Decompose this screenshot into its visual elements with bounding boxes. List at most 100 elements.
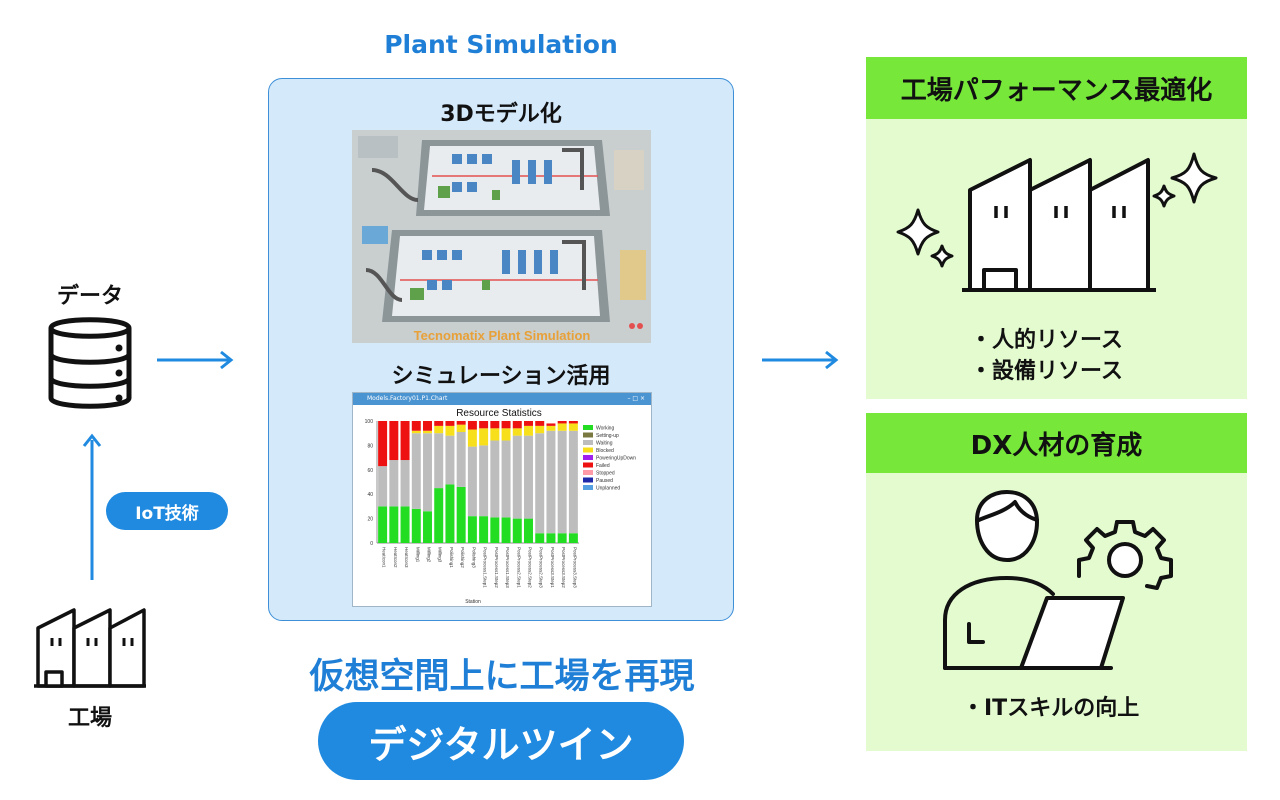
arrow-right-icon	[762, 350, 839, 370]
legend-swatch	[583, 462, 593, 468]
bar-blocked-11	[501, 428, 511, 441]
bar-waiting-3	[411, 433, 421, 509]
legend-swatch	[583, 425, 593, 430]
simulation-title: シミュレーション活用	[391, 364, 611, 389]
chart-window-titlebar: Models.Factory01.P1.Chart – □ ×	[353, 393, 651, 405]
bar-working-10	[490, 517, 500, 543]
bar-failed-17	[568, 421, 578, 424]
x-tick-label: PostProcess1.Step1	[483, 547, 488, 588]
x-tick-label: Polishing3	[471, 547, 476, 568]
y-tick-label: 20	[367, 517, 373, 523]
y-tick-label: 60	[367, 468, 373, 474]
arrow-up-icon	[82, 433, 102, 580]
bar-working-11	[501, 517, 511, 543]
x-tick-label: Polishing2	[460, 547, 465, 568]
bar-working-2	[400, 506, 410, 543]
x-tick-label: HeatIcon1	[382, 547, 387, 568]
plant-simulation-title: Plant Simulation	[384, 30, 618, 59]
legend-swatch	[583, 440, 593, 445]
legend-label: Blocked	[596, 448, 614, 454]
bar-failed-1	[389, 421, 399, 461]
bar-blocked-10	[490, 428, 500, 441]
bar-failed-9	[479, 421, 489, 429]
x-tick-label: Polishing1	[449, 547, 454, 568]
chart-window: Models.Factory01.P1.Chart – □ × Resource…	[352, 392, 652, 607]
bar-blocked-5	[434, 425, 444, 434]
bar-waiting-1	[389, 460, 399, 507]
bar-waiting-15	[546, 430, 556, 534]
data-label: データ	[56, 284, 123, 309]
bar-failed-15	[546, 423, 556, 426]
bar-failed-3	[411, 421, 421, 431]
bar-working-8	[467, 516, 477, 543]
bar-waiting-10	[490, 440, 500, 518]
digital-twin-badge: デジタルツイン	[318, 702, 684, 780]
bar-waiting-14	[535, 433, 545, 534]
bar-blocked-8	[467, 429, 477, 447]
factory-icon	[34, 608, 146, 688]
bar-waiting-4	[423, 433, 432, 512]
legend-label: Failed	[596, 463, 610, 469]
legend-swatch	[583, 432, 593, 438]
bar-working-0	[378, 506, 388, 543]
bar-working-13	[524, 518, 533, 543]
bar-failed-13	[524, 421, 533, 426]
bar-waiting-12	[512, 435, 522, 519]
legend-swatch	[583, 477, 593, 483]
window-controls-icon[interactable]: – □ ×	[627, 395, 645, 402]
x-tick-label: PostProcess3.Step3	[572, 547, 577, 588]
database-icon	[48, 317, 132, 409]
y-tick-label: 100	[365, 419, 374, 425]
bar-waiting-11	[501, 440, 511, 518]
legend-swatch	[583, 485, 593, 490]
bar-waiting-8	[467, 446, 477, 517]
bar-waiting-13	[524, 435, 533, 519]
bar-waiting-7	[456, 431, 466, 487]
legend-label: Setting-up	[596, 433, 619, 439]
bar-working-3	[411, 508, 421, 543]
legend-label: Stopped	[596, 471, 615, 477]
bar-working-14	[535, 533, 545, 543]
bar-waiting-5	[434, 433, 444, 489]
bar-blocked-13	[524, 425, 533, 436]
x-tick-label: PostProcess1.Step2	[494, 547, 499, 588]
legend-label: Unplanned	[596, 486, 620, 492]
bar-waiting-6	[445, 435, 455, 485]
bar-working-16	[557, 533, 567, 543]
bar-waiting-2	[400, 460, 410, 507]
bar-failed-2	[400, 421, 410, 461]
bar-blocked-3	[411, 430, 421, 434]
bar-waiting-9	[479, 445, 489, 517]
bar-failed-4	[423, 421, 432, 431]
bar-blocked-9	[479, 428, 489, 446]
legend-label: PoweringUpDown	[596, 456, 636, 462]
bar-working-7	[456, 486, 466, 543]
x-tick-label: Milling3	[438, 547, 443, 563]
bar-failed-7	[456, 421, 466, 425]
bar-blocked-17	[568, 423, 578, 431]
iot-badge: IoT技術	[106, 492, 228, 530]
bar-waiting-16	[557, 430, 567, 534]
bar-blocked-7	[456, 424, 466, 432]
bar-working-4	[423, 511, 432, 543]
bar-waiting-17	[568, 430, 578, 534]
bar-blocked-6	[445, 425, 455, 436]
model-watermark: Tecnomatix Plant Simulation	[414, 328, 591, 343]
x-tick-label: Milling1	[415, 547, 420, 563]
bar-waiting-0	[378, 466, 388, 507]
bar-working-6	[445, 484, 455, 543]
bar-working-17	[568, 533, 578, 543]
bar-failed-12	[512, 421, 522, 429]
dx-heading: DX人材の育成	[866, 413, 1247, 473]
reproduce-heading: 仮想空間上に工場を再現	[309, 657, 695, 697]
legend-label: Waiting	[596, 441, 613, 447]
bar-blocked-14	[535, 425, 545, 434]
y-tick-label: 80	[367, 443, 373, 449]
factory-3d-model-image: Tecnomatix Plant Simulation	[352, 130, 651, 343]
bar-failed-0	[378, 421, 388, 467]
bar-failed-5	[434, 421, 444, 426]
bar-blocked-16	[557, 423, 567, 431]
bar-failed-10	[490, 421, 500, 429]
bar-working-12	[512, 518, 522, 543]
